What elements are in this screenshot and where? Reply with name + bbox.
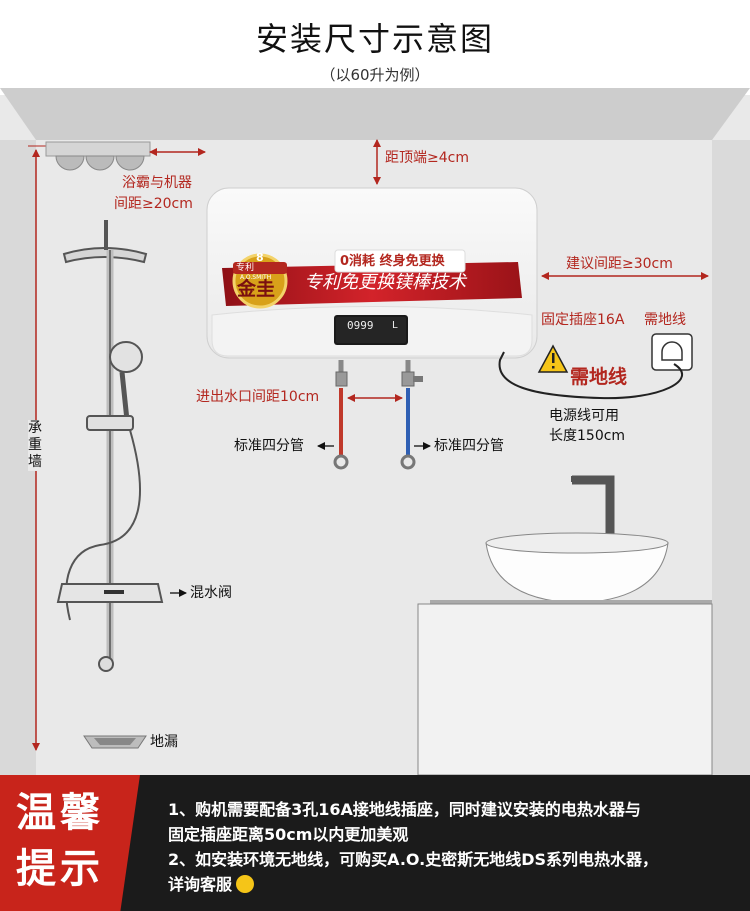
cable-length-line1: 电源线可用 [549,408,619,424]
heater-display-value: 0999 [347,319,374,332]
heater-slogan: 0消耗 终身免更换 [340,254,445,269]
load-wall-label-3: 墙 [28,454,42,471]
load-wall-label-2: 重 [28,437,42,454]
heater-brand: A.O.SMITH [240,274,272,281]
tips-badge-line1: 温馨 [16,790,104,836]
ceiling [0,88,750,140]
warning-icon [537,344,569,373]
heater-banner-text: 专利免更换镁棒技术 [304,272,466,293]
mixer-valve-label: 混水阀 [190,585,232,601]
side-distance-label: 建议间距≥30cm [566,256,673,272]
ground-wire-label: 需地线 [644,312,686,328]
power-cable [498,351,683,400]
tips-line2: 固定插座距离50cm以内更加美观 [168,825,409,844]
floor-drain-icon [83,735,147,749]
heater-badge-year: 8 [256,251,264,264]
heater-display-unit: L [392,320,398,331]
heater-banner [222,262,522,306]
socket [498,333,693,400]
bath-heater-label-line1: 浴霸与机器 [122,175,192,191]
heater-slogan-box [334,249,466,273]
tips-text: 1、购机需要配备3孔16A接地线插座，同时建议安装的电热水器与 固定插座距离50… [168,797,738,897]
floor-drain-label: 地漏 [150,734,178,750]
sink-cabinet [417,475,713,775]
tips-banner: 温馨 提示 1、购机需要配备3孔16A接地线插座，同时建议安装的电热水器与 固定… [0,775,750,911]
tips-line1: 1、购机需要配备3孔16A接地线插座，同时建议安装的电热水器与 [168,800,641,819]
pipe-left-label: 标准四分管 [234,438,304,454]
pipe-right-label: 标准四分管 [434,438,504,454]
cable-length-line2: 长度150cm [549,428,626,444]
tips-badge-line2: 提示 [16,846,104,892]
heater-badge-top: 专利 [236,263,255,273]
inlet-distance-label: 进出水口间距10cm [196,389,320,405]
socket-label: 固定插座16A [541,312,625,328]
warning-label: 需地线 [570,366,628,388]
water-pipes [317,360,431,470]
tips-line4: 详询客服 [168,875,233,894]
page-title: 安装尺寸示意图 [255,20,494,58]
shower-set [56,220,187,672]
tips-badge: 温馨 提示 [0,775,140,911]
water-heater [206,187,538,359]
diagram-canvas [0,88,750,775]
heater-badge-text: 金圭 [237,278,276,300]
load-wall-label-1: 承 [28,420,42,437]
bath-heater-label-line2: 间距≥20cm [114,196,193,212]
tips-line3: 2、如安装环境无地线，可购买A.O.史密斯无地线DS系列电热水器， [168,850,659,869]
bath-heater [45,141,206,171]
top-distance-label: 距顶端≥4cm [385,150,469,166]
smile-icon [236,875,255,893]
right-wall [712,140,750,775]
page-subtitle: （以60升为例） [320,66,430,84]
